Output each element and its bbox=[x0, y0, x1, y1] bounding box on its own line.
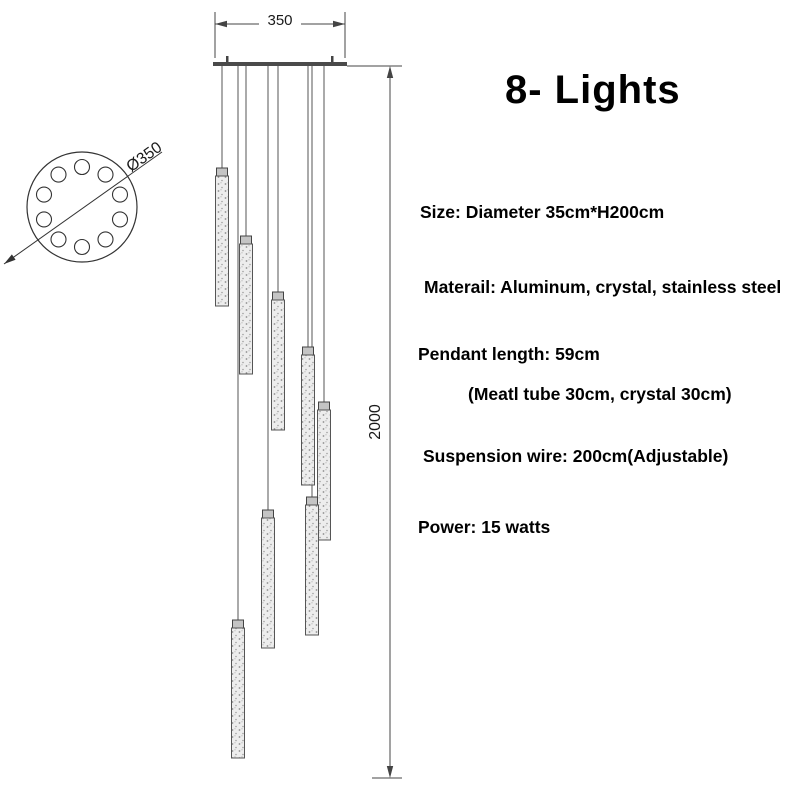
canopy-plate bbox=[213, 62, 347, 66]
drop-height-dimension: 2000 bbox=[347, 65, 402, 779]
arrowhead-up-icon bbox=[386, 66, 394, 78]
pendant-light bbox=[261, 509, 275, 649]
spec-pendant-detail: (Meatl tube 30cm, crystal 30cm) bbox=[468, 384, 732, 404]
crystal-tube bbox=[301, 354, 315, 486]
pendant-cap bbox=[318, 401, 330, 411]
spec-power: Power: 15 watts bbox=[418, 517, 551, 537]
pendant-light bbox=[271, 291, 285, 431]
top-view-diameter-label: Ø350 bbox=[124, 139, 166, 176]
diameter-callout-line bbox=[3, 151, 163, 265]
pendant-light bbox=[301, 346, 315, 486]
crystal-tube bbox=[215, 175, 229, 307]
crystal-tube bbox=[239, 243, 253, 375]
spec-material: Materail: Aluminum, crystal, stainless s… bbox=[424, 277, 782, 297]
bulb-circle bbox=[35, 211, 53, 228]
crystal-tube bbox=[271, 299, 285, 431]
pendant-light bbox=[317, 401, 331, 541]
arrowhead-right-icon bbox=[333, 20, 345, 28]
crystal-tube bbox=[261, 517, 275, 649]
canopy-width-dimension: 350 bbox=[214, 12, 346, 58]
pendant-cap bbox=[262, 509, 274, 519]
canopy-outline-circle bbox=[26, 151, 138, 263]
bulb-circle bbox=[111, 186, 129, 203]
bulb-circle bbox=[73, 238, 91, 256]
pendant-cap bbox=[240, 235, 252, 245]
bulb-circle bbox=[73, 158, 91, 176]
spec-size: Size: Diameter 35cm*H200cm bbox=[420, 202, 665, 222]
pendant-cap bbox=[302, 346, 314, 356]
bulb-circle bbox=[35, 186, 53, 203]
pendant-tubes bbox=[215, 167, 331, 759]
top-view: Ø350 bbox=[3, 139, 166, 265]
pendant-light bbox=[239, 235, 253, 375]
drop-height-label: 2000 bbox=[367, 404, 384, 440]
pendant-cap bbox=[306, 496, 318, 506]
page-title: 8- Lights bbox=[505, 68, 681, 112]
bulb-circle bbox=[97, 166, 114, 183]
arrowhead-down-icon bbox=[386, 766, 394, 778]
arrowhead-diagonal-icon bbox=[4, 254, 16, 264]
bulb-circle bbox=[50, 166, 67, 183]
canopy-width-label: 350 bbox=[267, 12, 292, 29]
pendant-light bbox=[231, 619, 245, 759]
bulb-circle bbox=[97, 231, 114, 248]
label-backing bbox=[259, 13, 301, 28]
spec-suspension-wire: Suspension wire: 200cm(Adjustable) bbox=[423, 446, 729, 466]
bulb-positions bbox=[35, 158, 129, 256]
pendant-cap bbox=[216, 167, 228, 177]
mounting-screw-right bbox=[331, 56, 334, 63]
pendant-light bbox=[215, 167, 229, 307]
bulb-circle bbox=[50, 231, 67, 248]
crystal-tube bbox=[317, 409, 331, 541]
ceiling-canopy bbox=[213, 56, 347, 66]
pendant-cap bbox=[272, 291, 284, 301]
mounting-screw-left bbox=[226, 56, 229, 63]
arrowhead-left-icon bbox=[215, 20, 227, 28]
bulb-circle bbox=[111, 211, 129, 228]
spec-pendant-length: Pendant length: 59cm bbox=[418, 344, 600, 364]
crystal-tube bbox=[305, 504, 319, 636]
crystal-tube bbox=[231, 627, 245, 759]
pendant-cap bbox=[232, 619, 244, 629]
pendant-light bbox=[305, 496, 319, 636]
